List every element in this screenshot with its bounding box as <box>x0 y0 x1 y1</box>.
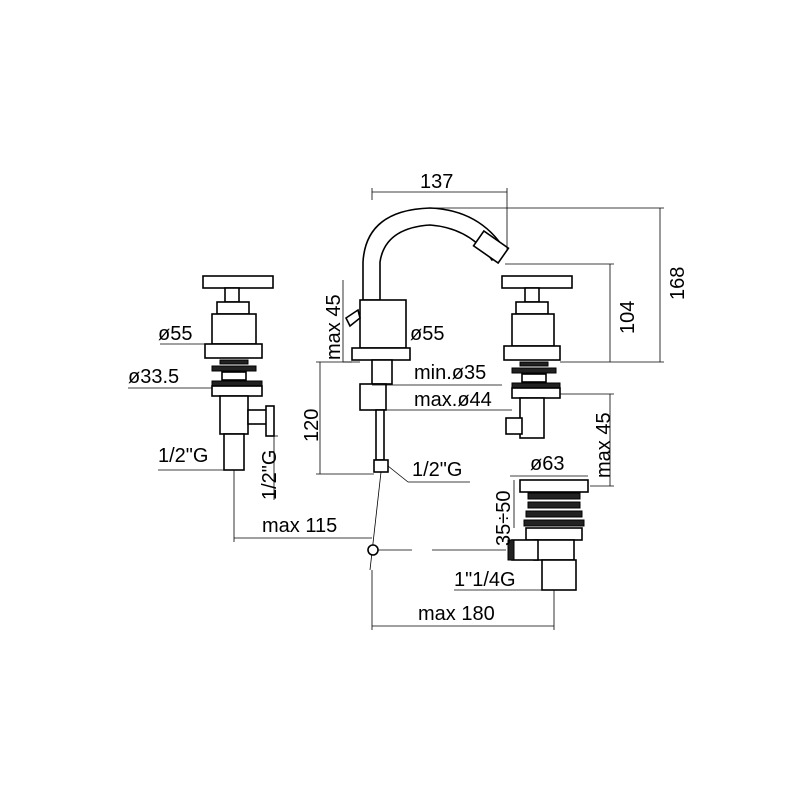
label-dia63: ø63 <box>530 453 564 475</box>
right-lower-body <box>519 397 545 439</box>
label-max-dia44: max.ø44 <box>414 389 492 411</box>
label-35-50: 35÷50 <box>493 491 515 546</box>
label-half-g-center: 1/2"G <box>412 459 462 481</box>
label-max45-right: max 45 <box>593 412 615 478</box>
label-half-g-vertical: 1/2"G <box>259 450 281 500</box>
left-shank <box>221 371 247 381</box>
center-lower <box>359 383 387 411</box>
right-outlet <box>505 417 523 435</box>
left-body <box>211 313 257 345</box>
dimension-lines <box>128 188 664 630</box>
drain-flange <box>519 479 589 493</box>
left-valve <box>202 275 275 471</box>
label-dia55-left: ø55 <box>158 323 192 345</box>
dimension-labels: 137 168 104 max 45 max 45 ø55 ø55 ø33.5 … <box>128 171 689 625</box>
center-nut <box>373 459 389 473</box>
label-one-quarter-g: 1"1/4G <box>454 569 516 591</box>
right-body <box>511 313 555 347</box>
pop-up-drain <box>432 479 589 591</box>
right-handle-collar <box>515 301 549 315</box>
spout-nozzle <box>472 229 510 265</box>
left-nut-2 <box>211 365 257 372</box>
left-inlet <box>223 433 245 471</box>
label-dia55-center: ø55 <box>410 323 444 345</box>
drain-ring-1 <box>527 492 581 500</box>
left-flange <box>204 343 263 359</box>
center-tube <box>375 409 385 461</box>
right-nut-2 <box>511 367 557 374</box>
drain-ring-3 <box>525 510 583 518</box>
drain-port-cap <box>507 539 515 561</box>
label-half-g-left: 1/2"G <box>158 445 208 467</box>
drain-body-lower <box>533 539 575 561</box>
center-spout <box>344 207 510 571</box>
left-washer <box>211 385 263 397</box>
pop-up-lever <box>344 308 361 328</box>
drain-side-port <box>511 539 539 561</box>
right-flange <box>503 345 561 361</box>
left-lower-body <box>219 395 249 435</box>
center-body <box>359 299 407 349</box>
right-valve <box>501 275 573 439</box>
drain-ring-2 <box>527 501 581 509</box>
left-nut-1 <box>219 359 249 365</box>
left-handle-collar <box>216 301 250 315</box>
center-flange <box>351 347 411 361</box>
drain-body-upper <box>525 527 583 541</box>
rod-joint <box>367 544 379 556</box>
left-outlet-cap <box>265 405 275 437</box>
drain-tail <box>541 559 577 591</box>
right-shank <box>521 373 547 383</box>
left-handle-stem <box>224 287 240 303</box>
label-min-dia35: min.ø35 <box>414 362 486 384</box>
center-shank <box>371 359 393 385</box>
right-handle-stem <box>524 287 540 303</box>
label-max-180: max 180 <box>418 603 495 625</box>
label-104: 104 <box>617 301 639 334</box>
label-dia33-5: ø33.5 <box>128 366 179 388</box>
right-washer <box>511 387 561 399</box>
label-168: 168 <box>667 267 689 300</box>
label-120: 120 <box>301 409 323 442</box>
label-137: 137 <box>420 171 453 193</box>
spout-arm <box>362 207 507 301</box>
label-max45-top: max 45 <box>323 294 345 360</box>
label-max-115: max 115 <box>262 515 337 537</box>
right-nut-1 <box>519 361 549 367</box>
right-handle-bar <box>501 275 573 289</box>
left-handle-bar <box>202 275 274 289</box>
drain-ring-4 <box>523 519 585 527</box>
